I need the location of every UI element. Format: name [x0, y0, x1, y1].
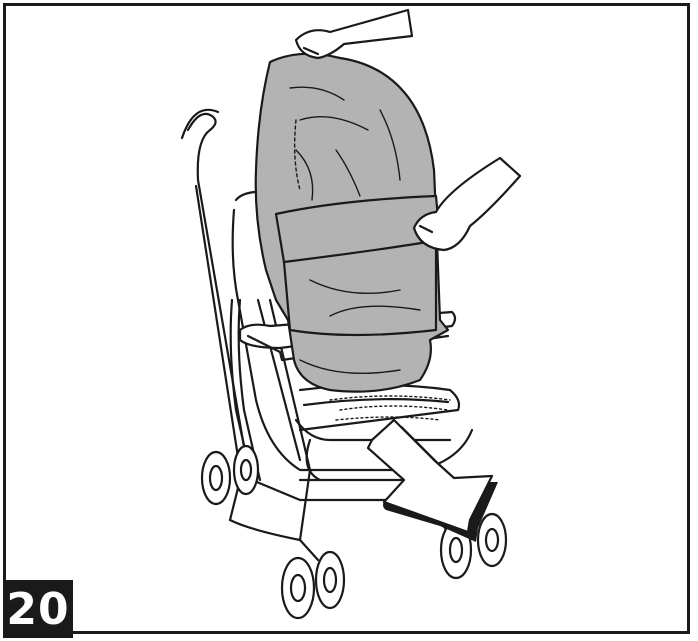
front-wheels — [202, 446, 258, 504]
top-hand — [296, 10, 412, 58]
step-number-badge: 20 — [3, 580, 73, 638]
